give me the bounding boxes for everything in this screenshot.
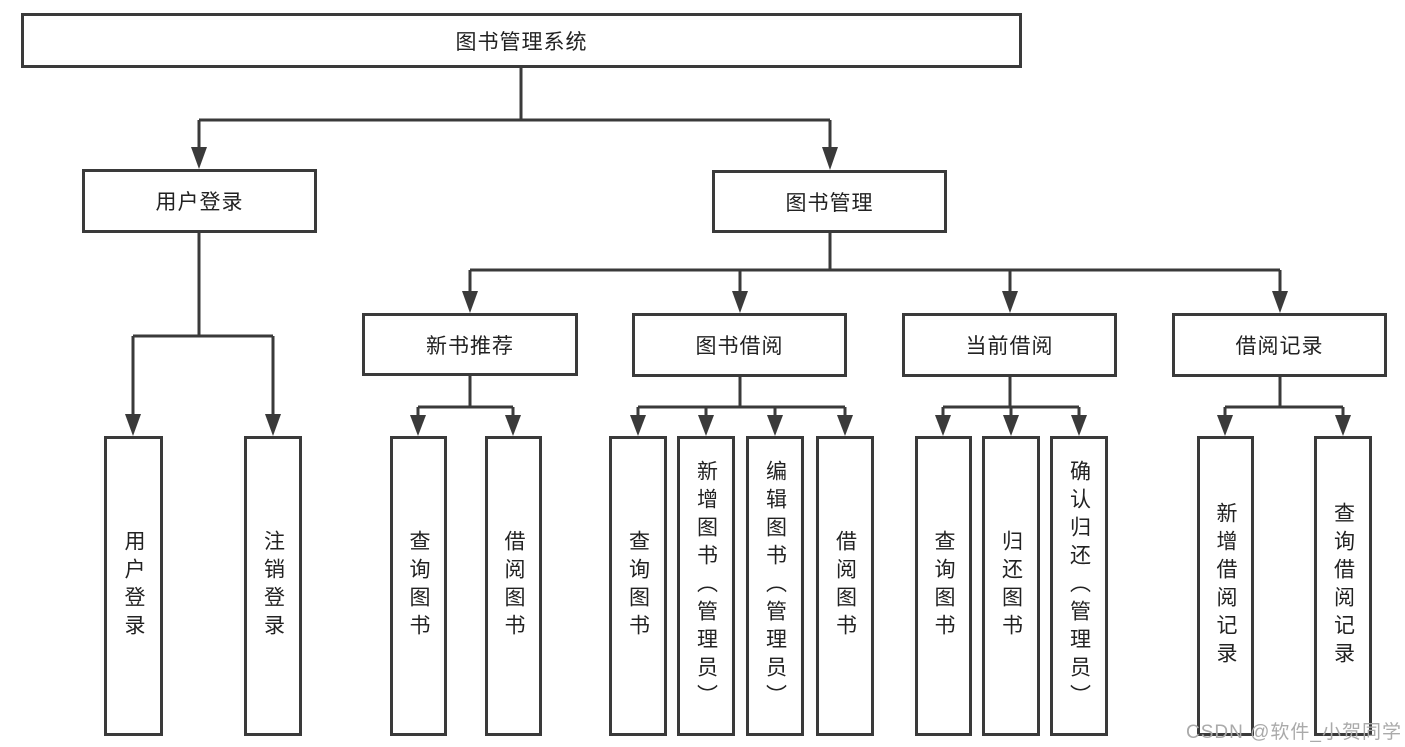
node-label: 当前借阅 bbox=[965, 335, 1054, 358]
node-label: 用户登录 bbox=[122, 530, 146, 642]
node-label: 借阅图书 bbox=[502, 530, 526, 642]
leaf-logout: 注销登录 bbox=[244, 436, 302, 736]
node-label: 借阅记录 bbox=[1235, 335, 1324, 358]
leaf-query-books-2: 查询图书 bbox=[609, 436, 667, 736]
node-new-book-recommendation: 新书推荐 bbox=[362, 313, 578, 376]
node-label: 新增图书（管理员） bbox=[694, 460, 718, 712]
node-borrowing-records: 借阅记录 bbox=[1172, 313, 1387, 377]
node-label: 借阅图书 bbox=[833, 530, 857, 642]
node-label: 归还图书 bbox=[999, 530, 1023, 642]
leaf-query-books-3: 查询图书 bbox=[915, 436, 972, 736]
node-label: 新增借阅记录 bbox=[1214, 502, 1238, 670]
node-label: 新书推荐 bbox=[426, 334, 514, 358]
leaf-add-borrow-record: 新增借阅记录 bbox=[1197, 436, 1254, 736]
node-label: 图书管理 bbox=[785, 191, 874, 215]
node-book-management: 图书管理 bbox=[712, 170, 947, 233]
leaf-query-books-1: 查询图书 bbox=[390, 436, 447, 736]
csdn-watermark: CSDN @软件_小贺同学 bbox=[1186, 722, 1402, 743]
leaf-confirm-return-admin: 确认归还（管理员） bbox=[1050, 436, 1108, 736]
connector-user-login-children bbox=[125, 233, 281, 436]
node-label: 用户登录 bbox=[155, 191, 244, 214]
node-book-borrowing: 图书借阅 bbox=[632, 313, 847, 377]
node-label: 注销登录 bbox=[261, 530, 285, 642]
node-label: 图书管理系统 bbox=[455, 30, 588, 54]
leaf-return-books: 归还图书 bbox=[982, 436, 1040, 736]
leaf-borrow-books-2: 借阅图书 bbox=[816, 436, 874, 736]
leaf-query-borrow-record: 查询借阅记录 bbox=[1314, 436, 1372, 736]
leaf-borrow-books-1: 借阅图书 bbox=[485, 436, 542, 736]
node-library-system: 图书管理系统 bbox=[21, 13, 1022, 68]
node-label: 查询图书 bbox=[932, 530, 956, 642]
node-label: 确认归还（管理员） bbox=[1067, 460, 1091, 712]
connector-book-borrow-children bbox=[630, 377, 853, 436]
connector-book-mgmt-children bbox=[462, 233, 1288, 313]
node-user-login: 用户登录 bbox=[82, 169, 317, 233]
node-current-borrowing: 当前借阅 bbox=[902, 313, 1117, 377]
connector-new-book-children bbox=[410, 376, 521, 436]
leaf-user-login: 用户登录 bbox=[104, 436, 163, 736]
node-label: 编辑图书（管理员） bbox=[763, 460, 787, 712]
node-label: 查询图书 bbox=[407, 530, 431, 642]
node-label: 查询借阅记录 bbox=[1331, 502, 1355, 670]
connector-borrow-record-children bbox=[1217, 377, 1351, 436]
leaf-edit-books-admin: 编辑图书（管理员） bbox=[746, 436, 804, 736]
node-label: 查询图书 bbox=[626, 530, 650, 642]
leaf-add-books-admin: 新增图书（管理员） bbox=[677, 436, 735, 736]
connector-current-borrow-children bbox=[935, 377, 1087, 436]
connector-root-to-level2 bbox=[191, 68, 838, 170]
node-label: 图书借阅 bbox=[695, 335, 784, 358]
